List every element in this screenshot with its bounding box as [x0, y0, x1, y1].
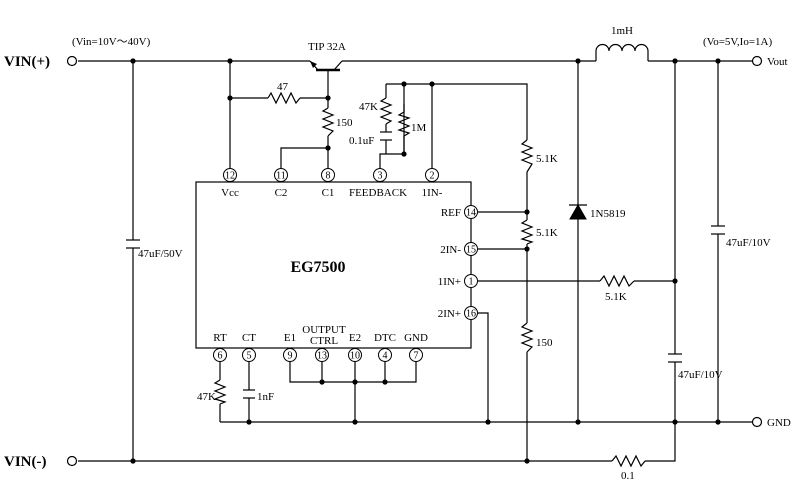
- resistor-47k-rt: [213, 379, 227, 405]
- pin-number-c1: 8: [326, 171, 331, 182]
- capacitor-input-label: 47uF/50V: [138, 248, 183, 260]
- pin-circles: [213, 168, 478, 362]
- diode-label: 1N5819: [590, 208, 626, 220]
- transistor-tip32a: [309, 60, 343, 78]
- pin-label-feedback: FEEDBACK: [349, 187, 407, 199]
- junction-dots: [130, 58, 721, 464]
- terminals: [66, 55, 763, 467]
- inductor-label: 1mH: [611, 25, 633, 37]
- pin-label-output-ctrl-line1: OUTPUT: [302, 324, 346, 336]
- vin-range-label: (Vin=10V～40V): [72, 36, 151, 48]
- resistor-5k1-h-label: 5.1K: [605, 291, 627, 303]
- pin-label-e1: E1: [284, 332, 296, 344]
- resistor-47-label: 47: [277, 81, 289, 93]
- pin-label-c1: C1: [322, 187, 335, 199]
- pin-number-dtc: 4: [383, 351, 388, 362]
- pin-number-2in-minus: 15: [466, 245, 476, 256]
- capacitor-ct: [243, 389, 255, 399]
- vin-plus-label: VIN(+): [4, 54, 50, 70]
- capacitor-fb: [380, 131, 392, 141]
- pin-number-output-ctrl: 13: [317, 351, 327, 362]
- capacitor-input: [126, 239, 140, 249]
- resistor-5k1-b-label: 5.1K: [536, 227, 558, 239]
- capacitor-out-right: [711, 225, 725, 235]
- capacitor-out-right-label: 47uF/10V: [726, 237, 771, 249]
- resistor-5k1-a-label: 5.1K: [536, 153, 558, 165]
- pin-number-c2: 11: [276, 171, 286, 182]
- transistor-label: TIP 32A: [308, 41, 346, 53]
- resistor-47: [267, 91, 301, 105]
- resistor-150-bottom-label: 150: [536, 337, 553, 349]
- pin-label-output-ctrl-line2: CTRL: [310, 335, 338, 347]
- resistor-5k1-b: [520, 219, 534, 245]
- resistor-47k-fb-label: 47K: [359, 101, 378, 113]
- pin-label-c2: C2: [275, 187, 288, 199]
- ic-body: [195, 181, 472, 349]
- pin-number-ref: 14: [466, 208, 476, 219]
- resistor-150-top: [321, 107, 335, 137]
- pin-label-1in-minus: 1IN-: [422, 187, 443, 199]
- gnd-label: GND: [767, 417, 791, 429]
- capacitor-out-mid-label: 47uF/10V: [678, 369, 723, 381]
- capacitors: [126, 131, 725, 399]
- resistor-47k-rt-label: 47K: [197, 391, 216, 403]
- terminal-vin-plus: [66, 55, 78, 67]
- pin-label-gnd: GND: [404, 332, 428, 344]
- pin-labels: Vcc C2 C1 FEEDBACK 1IN- REF 2IN- 1IN+ 2I…: [213, 187, 461, 347]
- resistor-0-1: [611, 454, 646, 468]
- pin-label-1in-plus: 1IN+: [438, 276, 461, 288]
- pin-number-gnd: 7: [414, 351, 419, 362]
- pin-label-2in-plus: 2IN+: [438, 308, 461, 320]
- pin-number-1in-minus: 2: [430, 171, 435, 182]
- pin-number-1in-plus: 1: [469, 277, 474, 288]
- resistor-150-top-label: 150: [336, 117, 353, 129]
- capacitor-ct-label: 1nF: [257, 391, 274, 403]
- capacitor-out-mid: [668, 353, 682, 363]
- resistor-1m: [397, 111, 411, 137]
- pin-number-vcc: 12: [225, 171, 235, 182]
- terminal-gnd: [751, 416, 763, 428]
- resistor-1m-label: 1M: [411, 122, 427, 134]
- pin-label-2in-minus: 2IN-: [440, 244, 461, 256]
- pin-number-feedback: 3: [378, 171, 383, 182]
- resistor-shunt-label: 0.1: [621, 470, 635, 482]
- capacitor-fb-label: 0.1uF: [349, 135, 374, 147]
- output-spec-label: (Vo=5V,Io=1A): [703, 36, 772, 48]
- vin-minus-label: VIN(-): [4, 454, 47, 470]
- diode-1n5819: [569, 203, 587, 220]
- resistor-5k1-a: [520, 139, 534, 173]
- pin-label-rt: RT: [213, 332, 227, 344]
- pin-label-ct: CT: [242, 332, 256, 344]
- vout-label: Vout: [767, 56, 788, 68]
- resistors: [213, 91, 646, 468]
- inductor: [595, 43, 649, 61]
- pin-number-rt: 6: [218, 351, 223, 362]
- labels: VIN(+) VIN(-) (Vin=10V～40V) (Vo=5V,Io=1A…: [4, 25, 791, 482]
- pin-label-dtc: DTC: [374, 332, 396, 344]
- resistor-150-bottom: [520, 322, 534, 353]
- pin-number-2in-plus: 16: [466, 309, 476, 320]
- pin-number-e1: 9: [288, 351, 293, 362]
- pin-label-e2: E2: [349, 332, 361, 344]
- pin-numbers: 12 11 8 3 2 14 15 1 16 6 5 9 13 10 4 7: [218, 171, 477, 362]
- pin-label-ref: REF: [441, 207, 461, 219]
- ic-name: EG7500: [290, 259, 345, 276]
- terminal-vin-minus: [66, 455, 78, 467]
- pin-number-e2: 10: [350, 351, 360, 362]
- terminal-vout: [751, 55, 763, 67]
- resistor-47k-fb: [379, 97, 393, 125]
- resistor-5k1-h: [599, 274, 635, 288]
- pin-label-vcc: Vcc: [221, 187, 239, 199]
- pin-number-ct: 5: [247, 351, 252, 362]
